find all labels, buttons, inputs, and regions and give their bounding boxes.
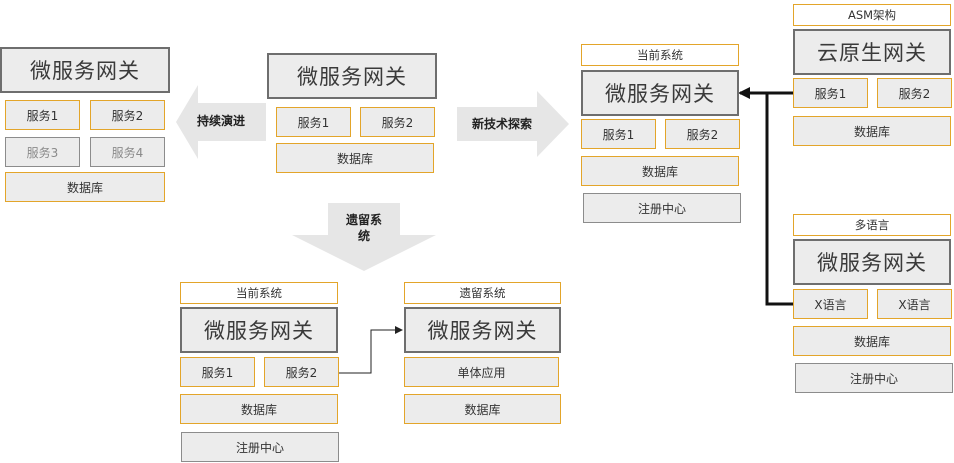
legacy-gateway: 微服务网关 [404,307,561,353]
legacy-monolith: 单体应用 [404,357,559,387]
topleft-service4: 服务4 [90,137,165,167]
topleft-gateway: 微服务网关 [0,47,170,93]
right-current-service2: 服务2 [665,119,740,149]
topleft-service2: 服务2 [90,100,165,130]
right-current-service1: 服务1 [581,119,656,149]
center-database: 数据库 [276,143,434,173]
label-new-tech-exploration: 新技术探索 [471,117,532,131]
topleft-service3: 服务3 [5,137,80,167]
bottom-current-gateway: 微服务网关 [180,307,338,353]
topleft-database: 数据库 [5,172,165,202]
right-arrow-shape [457,91,569,157]
label-legacy-system-line1: 遗留系 [345,213,382,227]
center-service2: 服务2 [360,107,435,137]
multi-lang-gateway: 微服务网关 [793,239,951,285]
asm-database: 数据库 [793,116,951,146]
bottom-current-registry: 注册中心 [181,432,339,462]
x-lang-1: X语言 [793,289,868,319]
x-lang-2: X语言 [877,289,952,319]
legacy-system-tag: 遗留系统 [404,282,561,304]
right-current-gateway: 微服务网关 [581,70,739,116]
legacy-database: 数据库 [404,394,561,424]
left-arrow-shape [176,85,266,159]
right-current-system-tag: 当前系统 [581,44,739,66]
bottom-current-service1: 服务1 [180,357,255,387]
center-service1: 服务1 [276,107,351,137]
multi-lang-tag: 多语言 [793,214,951,236]
right-current-registry: 注册中心 [583,193,741,223]
bottom-current-database: 数据库 [180,394,338,424]
down-arrow-shape [292,203,436,271]
asm-service1: 服务1 [793,78,868,108]
multi-lang-registry: 注册中心 [795,363,953,393]
connector-service2-to-legacy [339,326,403,374]
center-gateway: 微服务网关 [267,53,437,99]
label-continuous-evolution: 持续演进 [196,114,245,128]
bottom-current-service2: 服务2 [264,357,339,387]
bottom-current-system-tag: 当前系统 [180,282,338,304]
connector-multilang-to-current [765,93,793,306]
cloud-native-gateway: 云原生网关 [793,29,951,75]
topleft-service1: 服务1 [5,100,80,130]
asm-arch-tag: ASM架构 [793,4,951,26]
label-legacy-system-line2: 统 [357,229,370,243]
right-current-database: 数据库 [581,156,739,186]
multi-lang-database: 数据库 [793,326,951,356]
asm-service2: 服务2 [877,78,952,108]
